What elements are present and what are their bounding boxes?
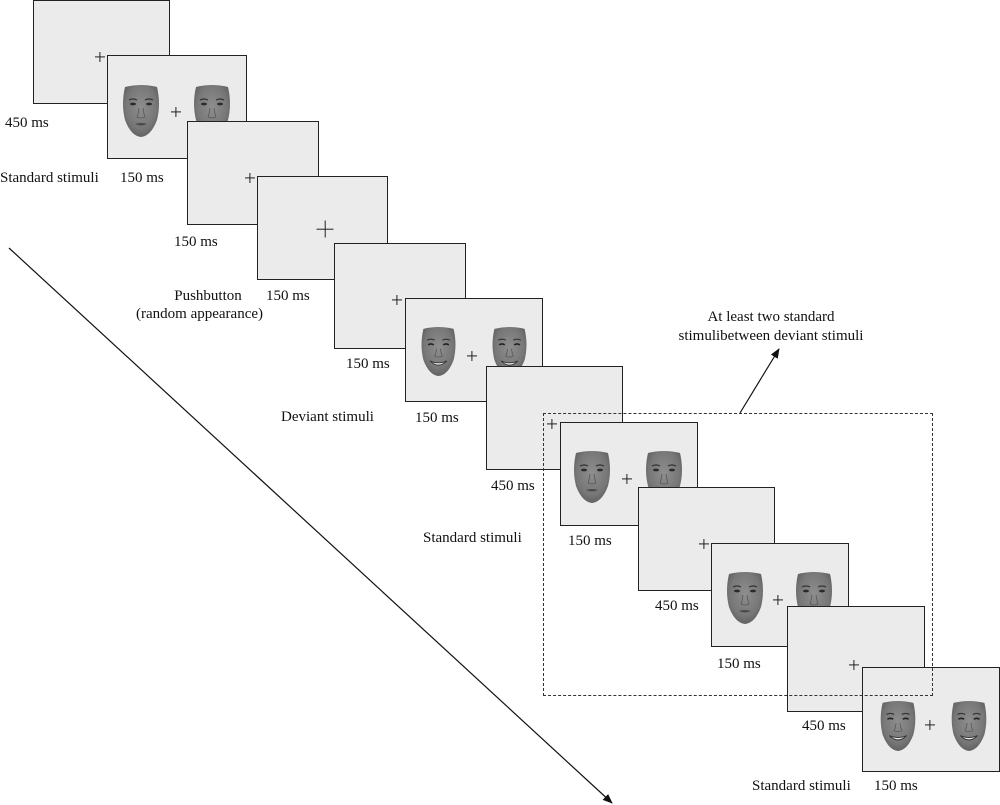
face-icon (572, 450, 612, 503)
frame2-caption-label: Standard stimuli (0, 170, 99, 186)
frame5-duration-label: 150 ms (346, 356, 390, 372)
large-fixation-cross-icon (317, 221, 334, 238)
frame7-duration-label: 450 ms (491, 478, 535, 494)
fixation-cross-icon (849, 660, 859, 670)
fixation-cross-icon (95, 52, 105, 62)
frame12-caption-label: Standard stimuli (752, 778, 851, 794)
frame2-duration-label: 150 ms (120, 170, 164, 186)
frame10-duration-label: 150 ms (717, 656, 761, 672)
frame1-duration-label: 450 ms (5, 115, 49, 131)
annotation-pointer-arrow-icon (739, 348, 780, 414)
fixation-cross-icon (773, 595, 783, 605)
fixation-cross-icon (547, 419, 557, 429)
face-icon (417, 326, 460, 376)
frame4-caption-label-line1: Pushbutton (174, 288, 242, 304)
fixation-cross-icon (467, 351, 477, 361)
frame4-duration-label: 150 ms (266, 288, 310, 304)
frame9-duration-label: 450 ms (655, 598, 699, 614)
annotation-label-line1: At least two standard (707, 309, 835, 325)
annotation-label-line2: stimulibetween deviant stimuli (678, 328, 864, 344)
face-icon (876, 700, 920, 751)
fixation-cross-icon (925, 720, 935, 730)
face-icon (725, 571, 765, 624)
fixation-cross-icon (245, 173, 255, 183)
frame3-duration-label: 150 ms (174, 234, 218, 250)
frame4-caption-label-line2: (random appearance) (136, 306, 264, 322)
fixation-cross-icon (392, 295, 402, 305)
fixation-cross-icon (171, 107, 181, 117)
fixation-cross-icon (622, 474, 632, 484)
face-icon (121, 84, 161, 137)
frame8-duration-label: 150 ms (568, 533, 612, 549)
frame-standard-faces-4 (862, 667, 1000, 772)
frame11-duration-label: 450 ms (802, 718, 846, 734)
face-icon (947, 700, 991, 751)
frame12-duration-label: 150 ms (874, 778, 918, 794)
fixation-cross-icon (699, 539, 709, 549)
frame8-caption-label: Standard stimuli (423, 530, 522, 546)
frame6-duration-label: 150 ms (415, 410, 459, 426)
frame6-caption-label: Deviant stimuli (281, 409, 374, 425)
